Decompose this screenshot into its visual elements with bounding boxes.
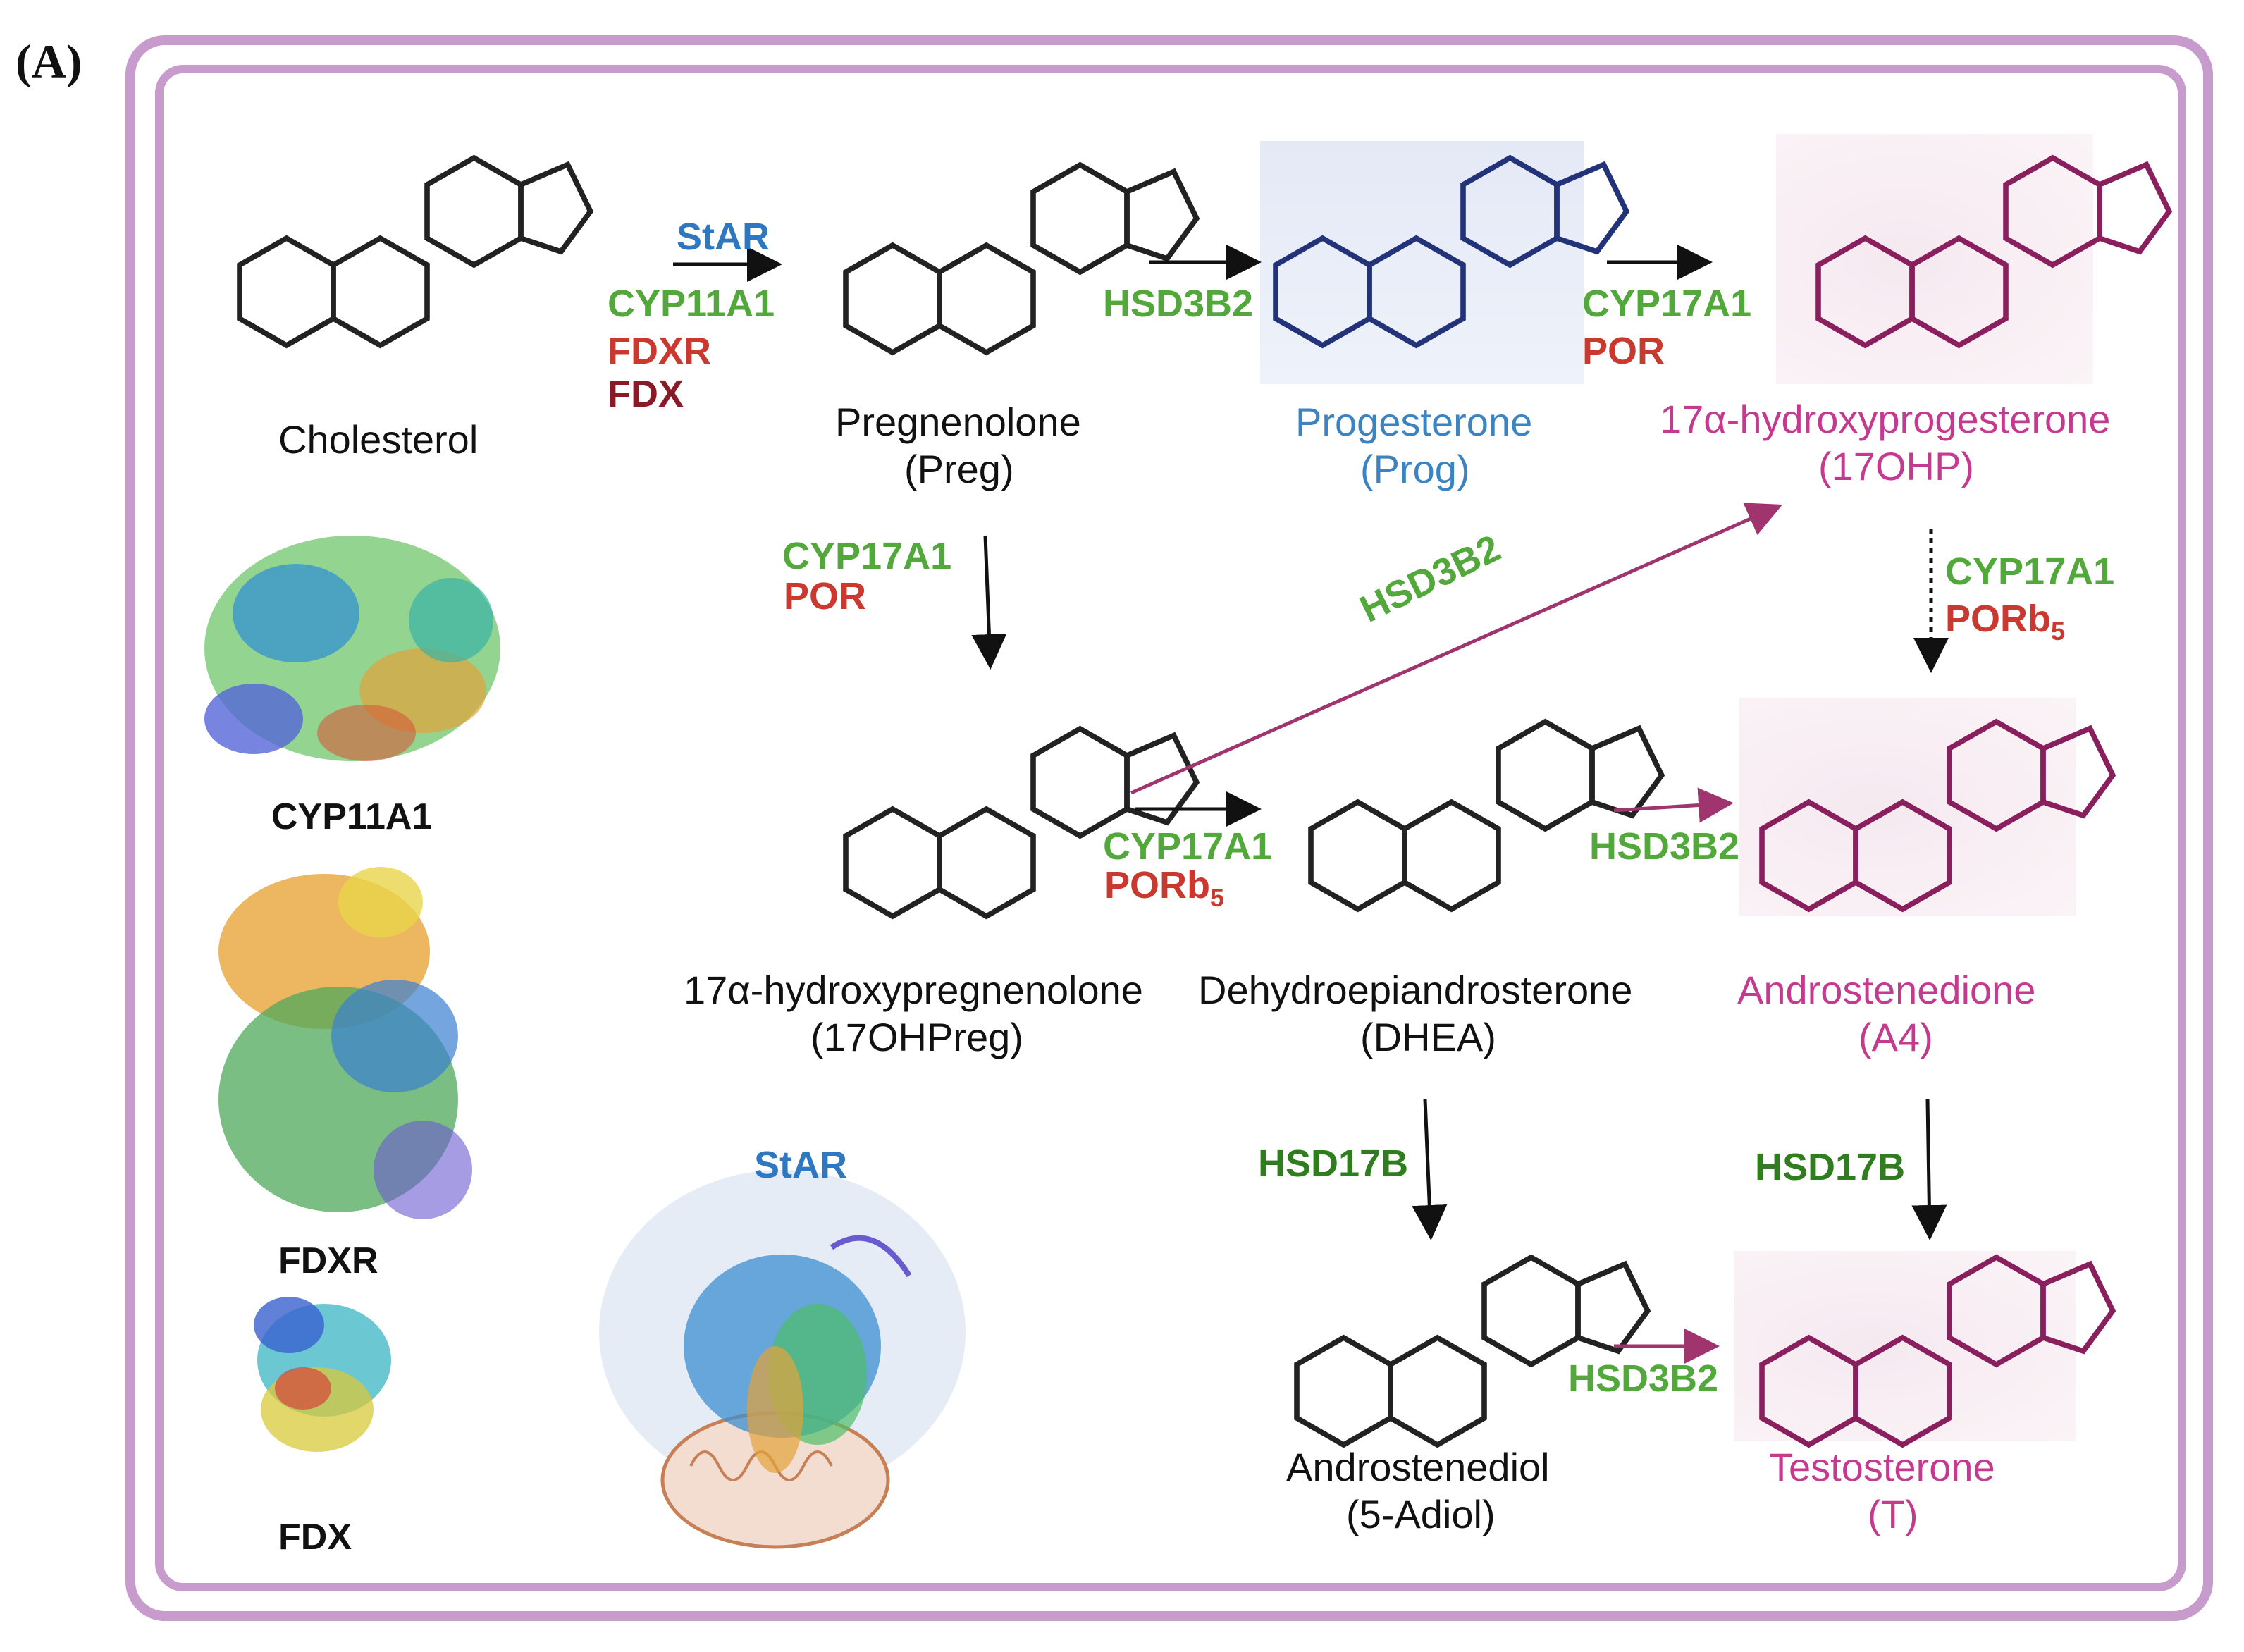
enzyme-cyp17a1-prog: CYP17A1 xyxy=(1582,283,1752,325)
subscript-5: 5 xyxy=(2051,616,2066,646)
dhea-abbr: (DHEA) xyxy=(1360,1015,1496,1059)
cofactor-fdxr: FDXR xyxy=(608,330,711,372)
17ohp-label: 17α-hydroxyprogesterone xyxy=(1660,397,2111,441)
fdxr-protein xyxy=(218,867,472,1219)
protein-star-label: StAR xyxy=(754,1144,847,1186)
enzyme-cyp17a1-17ohp: CYP17A1 xyxy=(1945,550,2115,593)
arrow-17ohpreg-17ohp xyxy=(1130,503,1783,795)
androstenediol-structure xyxy=(1297,1257,1648,1445)
17ohpreg-abbr: (17OHPreg) xyxy=(810,1015,1023,1059)
outer-frame xyxy=(125,35,2213,1621)
testosterone-abbr: (T) xyxy=(1868,1492,1918,1536)
progesterone-label: Progesterone xyxy=(1295,400,1533,444)
testosterone-structure xyxy=(1762,1257,2113,1445)
arrow-a4-t xyxy=(1911,1099,1947,1240)
enzyme-cyp17a1-preg: CYP17A1 xyxy=(782,535,952,577)
protein-cyp11a1-label: CYP11A1 xyxy=(271,796,433,837)
enzyme-star: StAR xyxy=(677,216,770,258)
arrow-dhea-a4 xyxy=(1613,787,1734,823)
enzyme-hsd17b-dhea: HSD17B xyxy=(1258,1142,1409,1185)
pregnenolone-label: Pregnenolone xyxy=(835,400,1081,444)
cofactor-por-preg: POR xyxy=(784,575,867,617)
subscript-5: 5 xyxy=(1210,882,1225,912)
progesterone-abbr: (Prog) xyxy=(1360,447,1470,491)
cofactor-porb5-17ohp: PORb5 xyxy=(1945,598,2066,646)
17ohp-structure xyxy=(1818,158,2169,345)
androstenedione-label: Androstenedione xyxy=(1737,968,2036,1012)
enzyme-hsd3b2-preg-prog: HSD3B2 xyxy=(1103,283,1254,325)
pregnenolone-abbr: (Preg) xyxy=(904,447,1014,491)
enzyme-hsd3b2-adiol-t: HSD3B2 xyxy=(1568,1357,1719,1400)
dhea-label: Dehydroepiandrosterone xyxy=(1198,968,1633,1012)
testosterone-label: Testosterone xyxy=(1769,1445,1995,1489)
cofactor-fdx: FDX xyxy=(608,373,684,415)
star-protein xyxy=(599,1170,966,1549)
cofactor-porb5-17ohpreg: PORb5 xyxy=(1104,864,1225,912)
arrow-preg-17ohpreg xyxy=(971,535,1007,670)
panel-label: (A) xyxy=(16,35,82,88)
cholesterol-label: Cholesterol xyxy=(278,417,479,462)
androstenediol-label: Androstenediol xyxy=(1286,1445,1550,1489)
cholesterol-structure xyxy=(240,158,591,345)
dhea-structure xyxy=(1311,722,1662,909)
arrow-dhea-adiol xyxy=(1412,1099,1448,1240)
cofactor-por-prog: POR xyxy=(1582,330,1665,372)
enzyme-cyp11a1: CYP11A1 xyxy=(608,283,775,325)
enzyme-hsd3b2-dhea-a4: HSD3B2 xyxy=(1589,825,1740,868)
enzyme-cyp17a1-17ohpreg: CYP17A1 xyxy=(1103,825,1273,868)
progesterone-structure xyxy=(1276,158,1627,345)
17ohpreg-label: 17α-hydroxypregnenolone xyxy=(684,968,1143,1012)
inner-frame xyxy=(155,65,2186,1591)
cyp11a1-protein xyxy=(204,536,500,761)
enzyme-hsd17b-a4: HSD17B xyxy=(1755,1146,1906,1188)
protein-fdxr-label: FDXR xyxy=(278,1240,378,1281)
fdx-protein xyxy=(254,1297,391,1452)
protein-fdx-label: FDX xyxy=(278,1517,352,1558)
17ohp-abbr: (17OHP) xyxy=(1818,444,1974,488)
androstenedione-structure xyxy=(1762,722,2113,909)
androstenedione-abbr: (A4) xyxy=(1858,1015,1933,1059)
androstenediol-abbr: (5-Adiol) xyxy=(1346,1492,1496,1536)
